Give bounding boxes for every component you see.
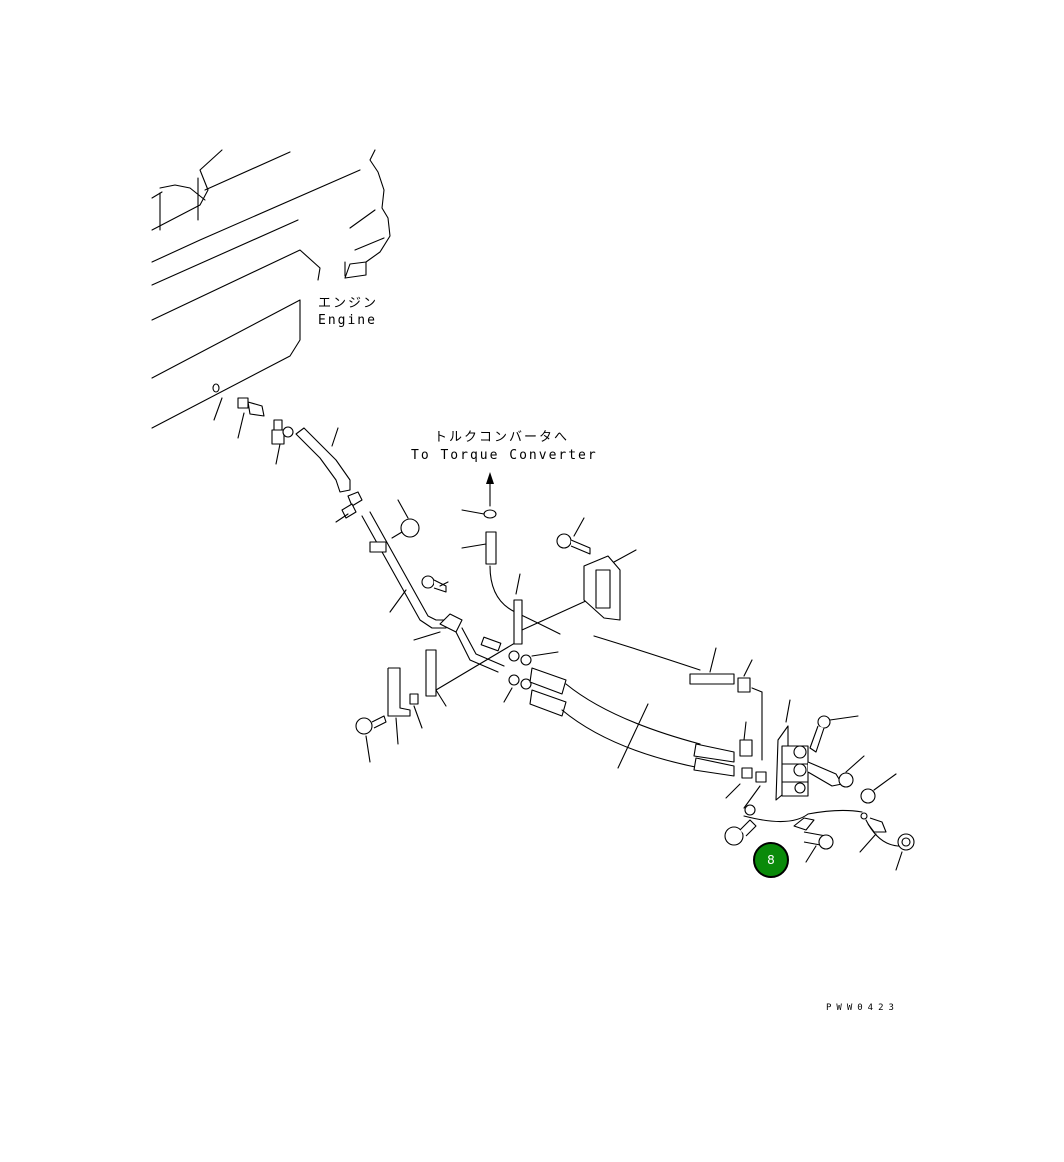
center-hose [461, 472, 589, 645]
bracket-plate [556, 517, 637, 621]
torque-label-en: To Torque Converter [411, 448, 598, 463]
callout-number: 8 [767, 853, 775, 867]
engine-label-en: Engine [318, 313, 377, 328]
lower-right-fittings [724, 804, 915, 871]
center-clamps [480, 636, 567, 717]
long-hoses [561, 635, 763, 777]
drawing-code: PWW0423 [826, 1003, 899, 1013]
engine-label-jp: エンジン [318, 296, 379, 311]
pipe-left [361, 499, 521, 707]
callout-marker[interactable]: 8 [753, 842, 789, 878]
torque-label-jp: トルクコンバータへ [434, 430, 570, 445]
lower-left-parts [355, 667, 423, 763]
engine-block [151, 149, 391, 429]
right-manifold [725, 699, 897, 809]
upper-fittings [212, 383, 363, 523]
